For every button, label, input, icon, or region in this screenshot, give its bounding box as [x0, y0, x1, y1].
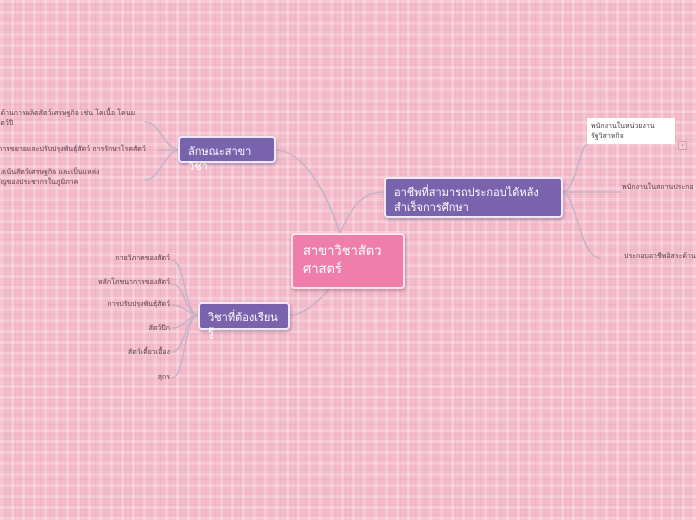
- central-topic-label: สาขาวิชาสัตวศาสตร์: [303, 244, 382, 277]
- topic-careers-label: อาชีพที่สามารถประกอบได้หลังสำเร็จการศึกษ…: [394, 186, 539, 214]
- topic-subjects-label: วิชาที่ต้องเรียนรู้: [208, 311, 278, 339]
- subjects-item[interactable]: สุกร: [157, 373, 170, 381]
- careers-item[interactable]: พนักงานในสถานประกอ: [622, 183, 694, 191]
- subjects-item[interactable]: สัตว์เคี้ยวเอื้อง: [127, 348, 170, 356]
- subjects-item[interactable]: การปรับปรุงพันธุ์สัตว์: [107, 300, 170, 308]
- subjects-item[interactable]: หลักโภชนาการของสัตว์: [97, 278, 170, 286]
- careers-item[interactable]: ประกอบอาชีพอิสระด้าน: [624, 252, 696, 260]
- careers-item[interactable]: พนักงานในหน่วยงาน รัฐวิสาหกิจ: [587, 118, 675, 144]
- characteristics-item[interactable]: การขยายและปรับปรุงพันธุ์สัตว์ การรักษาโร…: [0, 145, 146, 153]
- topic-careers[interactable]: อาชีพที่สามารถประกอบได้หลังสำเร็จการศึกษ…: [384, 177, 563, 218]
- topic-subjects[interactable]: วิชาที่ต้องเรียนรู้: [198, 302, 290, 339]
- characteristics-item[interactable]: มุ่งเน้นสัตว์เศรษฐกิจ และเป็นแหล่ง คัญขอ…: [0, 168, 100, 186]
- subjects-item[interactable]: กายวิภาคของสัตว์: [115, 254, 170, 262]
- central-topic[interactable]: สาขาวิชาสัตวศาสตร์: [291, 233, 405, 289]
- characteristics-item[interactable]: ดด้านการผลิตสัตว์เศรษฐกิจ เช่น โคเนื้อ โ…: [0, 109, 136, 127]
- topic-characteristics[interactable]: ลักษณะสาขาวิชา: [178, 136, 276, 173]
- topic-characteristics-label: ลักษณะสาขาวิชา: [188, 145, 252, 173]
- subjects-item[interactable]: สัตว์ปีก: [148, 324, 170, 332]
- collapse-toggle-icon[interactable]: ‹: [678, 141, 687, 150]
